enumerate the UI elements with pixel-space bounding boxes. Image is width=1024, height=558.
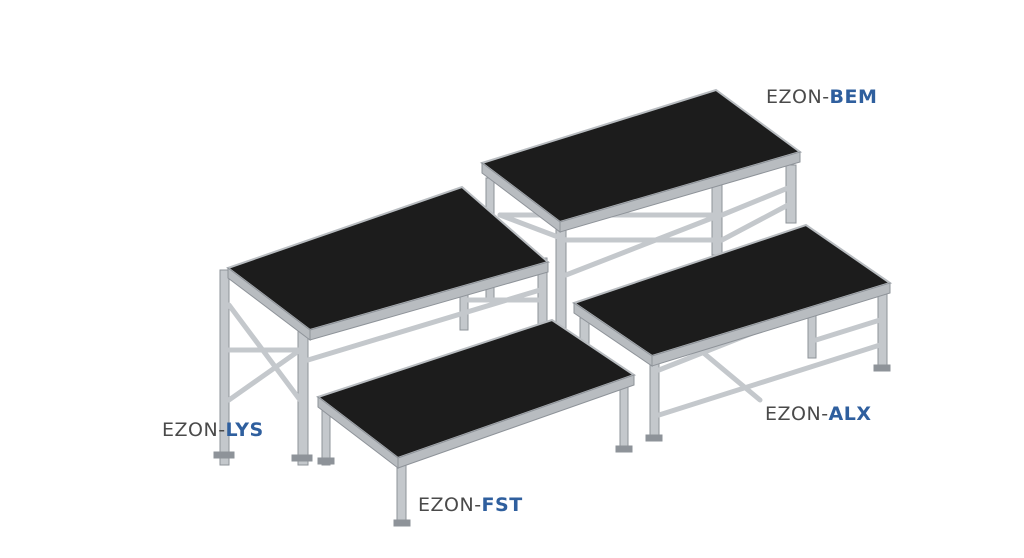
label-ezon-bem: EZON-BEM [766, 86, 877, 108]
label-ezon-fst: EZON-FST [418, 494, 523, 516]
platform-lys [213, 185, 551, 466]
label-model-code: ALX [828, 403, 872, 425]
label-model-code: BEM [829, 86, 878, 108]
platform-fst [315, 318, 637, 527]
label-ezon-alx: EZON-ALX [765, 403, 872, 425]
label-prefix: EZON- [162, 419, 226, 441]
label-ezon-lys: EZON-LYS [162, 419, 264, 441]
label-model-code: FST [481, 494, 523, 516]
label-prefix: EZON- [418, 494, 482, 516]
label-prefix: EZON- [765, 403, 829, 425]
label-prefix: EZON- [766, 86, 830, 108]
platform-alx [571, 223, 893, 442]
platform-bem [479, 88, 803, 343]
label-model-code: LYS [225, 419, 264, 441]
